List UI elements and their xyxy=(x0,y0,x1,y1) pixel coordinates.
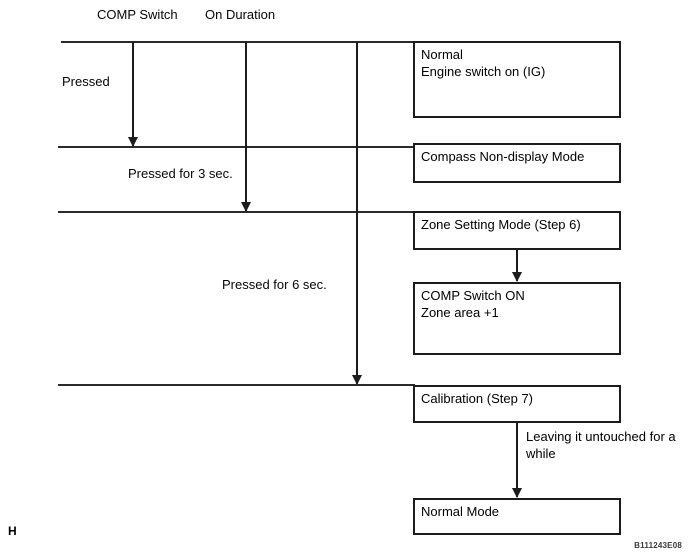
arrow-down-icon xyxy=(351,375,362,385)
note-line: for a while xyxy=(526,429,676,461)
flow-box-zone-setting: Zone Setting Mode (Step 6) xyxy=(413,211,621,250)
note-leaving-untouched: Leaving it untouched for a while xyxy=(526,428,688,462)
label-pressed-6sec: Pressed for 6 sec. xyxy=(222,277,327,292)
connector-zone-to-comp xyxy=(511,250,522,282)
box-text: Engine switch on (IG) xyxy=(421,64,546,79)
arrow-pressed-3sec xyxy=(240,42,251,212)
box-text: Normal xyxy=(421,47,463,62)
figure-code: B111243E08 xyxy=(634,541,682,550)
arrow-down-icon xyxy=(240,202,251,212)
arrow-pressed xyxy=(127,42,138,147)
flow-box-compass-non-display: Compass Non-display Mode xyxy=(413,143,621,183)
label-pressed-3sec: Pressed for 3 sec. xyxy=(128,166,233,181)
flow-box-normal: Normal Engine switch on (IG) xyxy=(413,41,621,118)
box-text: Zone Setting Mode (Step 6) xyxy=(421,217,581,232)
connector-calibration-to-normal xyxy=(511,423,522,498)
label-pressed: Pressed xyxy=(62,74,110,89)
rail-third xyxy=(58,211,415,213)
note-line: Leaving it untouched xyxy=(526,429,646,444)
box-text: Normal Mode xyxy=(421,504,500,519)
rail-top xyxy=(61,41,415,43)
arrow-pressed-6sec xyxy=(351,42,362,385)
box-text: COMP Switch ON xyxy=(421,288,525,303)
page-marker: H xyxy=(8,524,17,538)
flow-box-comp-switch-on: COMP Switch ON Zone area +1 xyxy=(413,282,621,355)
flow-box-normal-mode: Normal Mode xyxy=(413,498,621,535)
rail-fourth xyxy=(58,384,415,386)
rail-second xyxy=(58,146,415,148)
box-text: Zone area +1 xyxy=(421,305,499,320)
arrow-down-icon xyxy=(511,488,522,498)
box-text: Calibration (Step 7) xyxy=(421,391,533,406)
box-text: Compass Non-display Mode xyxy=(421,149,585,164)
flow-box-calibration: Calibration (Step 7) xyxy=(413,385,621,423)
arrow-down-icon xyxy=(127,137,138,147)
header-comp-switch: COMP Switch xyxy=(97,7,178,22)
header-on-duration: On Duration xyxy=(205,7,276,22)
arrow-down-icon xyxy=(511,272,522,282)
